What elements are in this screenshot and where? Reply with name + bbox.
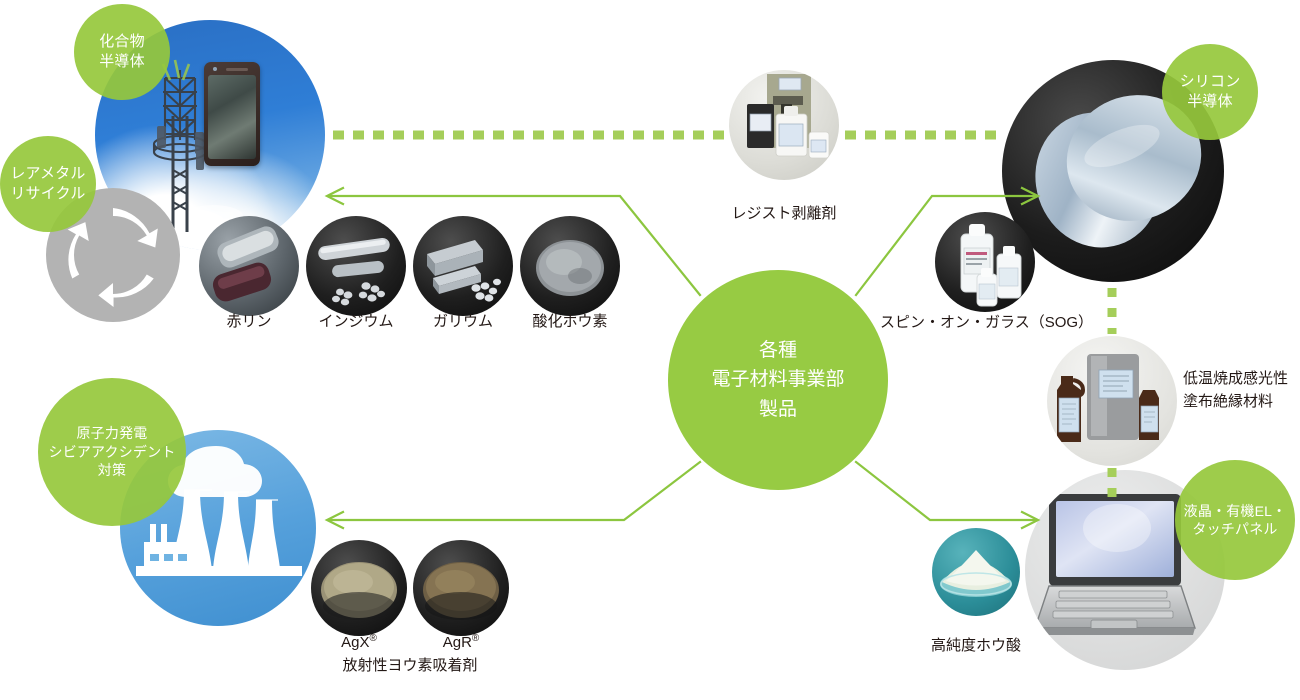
- tag-compound-line-2: 半導体: [99, 53, 145, 70]
- arrow-to-display-panel: [854, 460, 1041, 530]
- agr-registered-icon: ®: [471, 633, 480, 644]
- product-caption-agr: AgR®: [413, 632, 509, 653]
- display-touch-panel-image: [1025, 470, 1225, 670]
- tag-nuclear-line-1: 原子力発電: [76, 425, 148, 442]
- laptop-icon: [1034, 494, 1196, 635]
- product-caption-resist-stripper: レジスト剥離剤: [731, 205, 837, 222]
- low-temp-line-2: 塗布絶縁材料: [1183, 392, 1274, 410]
- tag-silicon-line-2: 半導体: [1187, 93, 1233, 110]
- boric-acid-image: [932, 528, 1020, 616]
- hub-line-3: 製品: [758, 398, 797, 420]
- low-temp-line-1: 低温焼成感光性: [1183, 370, 1289, 387]
- hub-circle[interactable]: 各種 電子材料事業部 製品: [668, 270, 888, 490]
- arrow-to-nuclear-plant: [324, 460, 702, 530]
- recycle-arrows-icon: [67, 208, 158, 308]
- tag-compound-semiconductor[interactable]: 化合物 半導体: [74, 4, 170, 100]
- product-caption-iodine-adsorbent: 放射性ヨウ素吸着剤: [342, 657, 478, 674]
- low-temp-insulating-image: [1047, 336, 1177, 466]
- product-caption-spin-on-glass: スピン・オン・ガラス（SOG）: [880, 314, 1094, 331]
- spin-on-glass-image: [935, 212, 1035, 312]
- material-caption-indium: インジウム: [318, 313, 394, 330]
- boron-oxide-image: [520, 216, 620, 316]
- indium-image: [306, 216, 406, 316]
- product-caption-agx: AgX®: [311, 632, 407, 653]
- nuclear-power-plant-icon: [136, 446, 302, 576]
- tag-display-line-1: 液晶・有機EL・: [1183, 502, 1287, 519]
- material-caption-gallium: ガリウム: [432, 313, 493, 330]
- tag-rare-metal-recycle[interactable]: レアメタル リサイクル: [0, 136, 96, 232]
- tag-nuclear-line-2: シビアアクシデント: [48, 443, 176, 460]
- cell-tower-icon: [152, 70, 208, 232]
- resist-stripper-image: [729, 70, 839, 180]
- hub-line-1: 各種: [758, 339, 797, 361]
- agx-registered-icon: ®: [369, 633, 377, 644]
- tag-rare-metal-line-2: リサイクル: [10, 185, 86, 202]
- material-caption-red-phosphorus: 赤リン: [226, 313, 272, 330]
- gallium-image: [413, 216, 513, 316]
- tag-nuclear-severe-accident[interactable]: 原子力発電 シビアアクシデント 対策: [38, 378, 186, 526]
- product-caption-low-temp-insulating: 低温焼成感光性 塗布絶縁材料: [1183, 368, 1300, 413]
- smartphone-icon: [204, 62, 260, 166]
- material-caption-boron-oxide: 酸化ホウ素: [532, 313, 608, 330]
- tag-rare-metal-line-1: レアメタル: [10, 165, 86, 183]
- tag-silicon-line-1: シリコン: [1179, 73, 1241, 91]
- tag-display-line-2: タッチパネル: [1192, 521, 1278, 537]
- tag-compound-line-1: 化合物: [99, 33, 145, 51]
- agx-label: AgX: [341, 634, 370, 651]
- cell-tower-antennas: [157, 126, 204, 170]
- agr-image: [413, 540, 509, 636]
- agx-image: [311, 540, 407, 636]
- product-caption-boric-acid: 高純度ホウ酸: [930, 637, 1021, 654]
- tag-display-touch-panel[interactable]: 液晶・有機EL・ タッチパネル: [1175, 460, 1295, 580]
- silicon-wafer-icon: [1035, 95, 1202, 248]
- hub-line-2: 電子材料事業部: [711, 369, 845, 391]
- red-phosphorus-image: [199, 216, 299, 316]
- tag-nuclear-line-3: 対策: [97, 462, 127, 479]
- tag-silicon-semiconductor[interactable]: シリコン 半導体: [1162, 44, 1258, 140]
- agr-label: AgR: [442, 634, 472, 651]
